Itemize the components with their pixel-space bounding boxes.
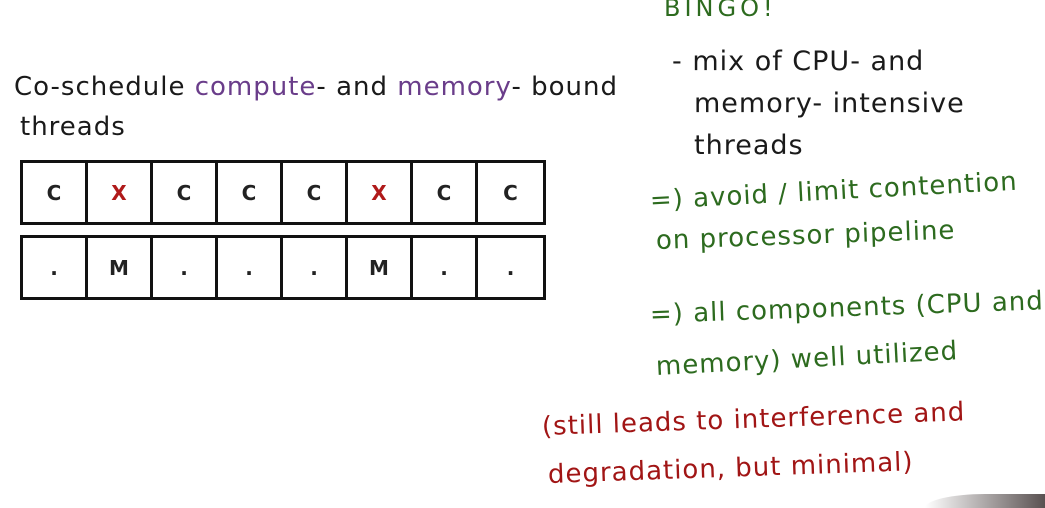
heading-line2: threads [20, 112, 126, 142]
avoid-line-1: =) avoid / limit contention [649, 166, 1019, 216]
bingo-note: BINGO! [664, 0, 777, 22]
compute-row: C X C C C X C C [20, 160, 546, 225]
avoid-line-2: on processor pipeline [655, 215, 956, 256]
cell-top-5: C [283, 163, 348, 222]
heading-part2: - and [316, 72, 398, 102]
cell-bottom-6: M [348, 238, 413, 297]
caveat-line-1: (still leads to interference and [541, 397, 966, 442]
caveat-line-2: degradation, but minimal) [547, 447, 915, 490]
cell-top-7: C [413, 163, 478, 222]
cell-bottom-4: . [218, 238, 283, 297]
cell-top-3: C [153, 163, 218, 222]
heading: Co-schedule compute- and memory- bound [14, 72, 618, 102]
heading-part1: Co-schedule [14, 72, 195, 102]
mix-line-1: - mix of CPU- and [672, 46, 925, 77]
heading-compute: compute [194, 72, 317, 102]
cell-top-4: C [218, 163, 283, 222]
pen-shadow [925, 494, 1045, 508]
mix-line-3: threads [694, 130, 804, 161]
cell-top-8: C [503, 180, 518, 205]
memory-row: . M . . . M . . [20, 235, 546, 300]
cell-bottom-5: . [283, 238, 348, 297]
cell-top-6: X [348, 163, 413, 222]
cell-top-2: X [88, 163, 153, 222]
heading-memory: memory [397, 72, 512, 102]
cell-bottom-3: . [153, 238, 218, 297]
cell-bottom-8: . [506, 255, 515, 280]
utilized-line-1: =) all components (CPU and [649, 286, 1045, 330]
cell-bottom-1: . [23, 238, 88, 297]
cell-bottom-2: M [88, 238, 153, 297]
mix-line-2: memory- intensive [694, 88, 965, 119]
cell-top-1: C [23, 163, 88, 222]
heading-part3: - bound [511, 72, 618, 102]
utilized-line-2: memory) well utilized [655, 336, 959, 382]
cell-bottom-7: . [413, 238, 478, 297]
